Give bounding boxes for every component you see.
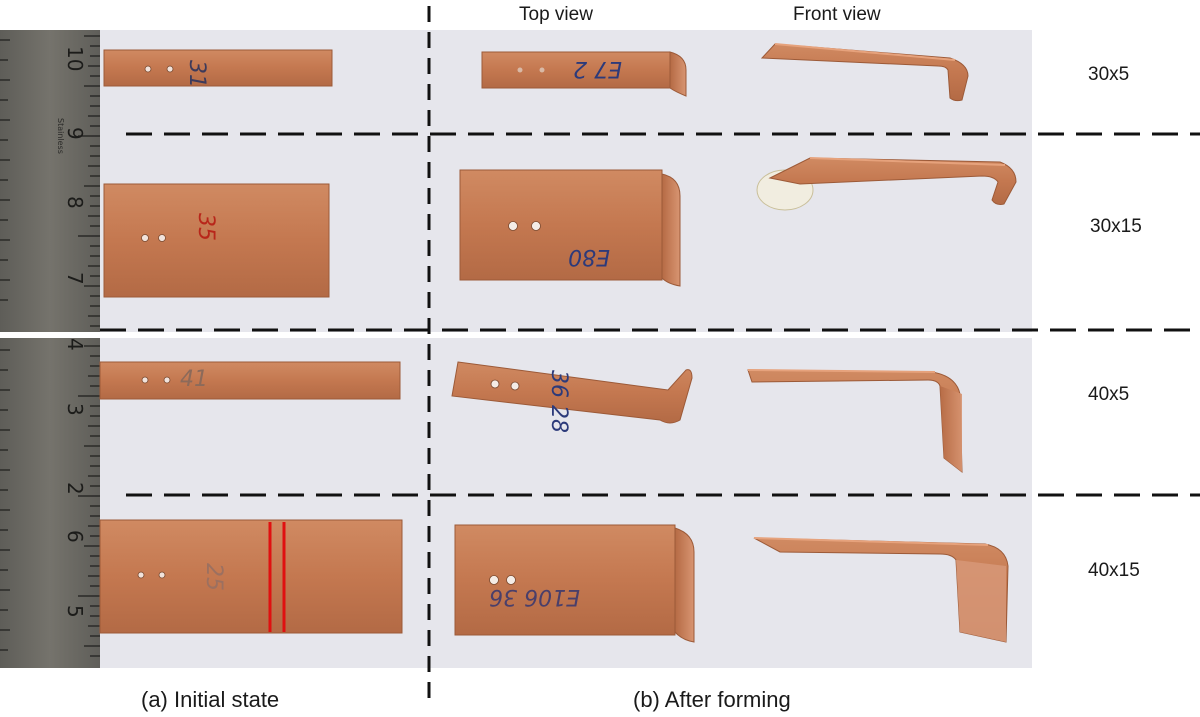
strip-formed-top-40x15: E106 36 [454, 524, 695, 643]
ruler-top: 10 9 8 7 Stainless [0, 30, 100, 332]
row-label-40x5: 40x5 [1088, 384, 1130, 405]
ruler-brand: Stainless [56, 118, 65, 154]
ruler-number: 2 [63, 482, 87, 495]
caption-after-forming: (b) After forming [633, 687, 791, 712]
ruler-number: 9 [63, 127, 87, 140]
ruler-bottom: 4 3 2 6 5 [0, 338, 100, 668]
strip-formed-top-40x5: 36 28 [451, 361, 693, 433]
ruler-number: 5 [63, 605, 87, 618]
top-view-header: Top view [519, 4, 593, 25]
row-label-30x15: 30x15 [1090, 216, 1142, 237]
strip-marking: 31 [184, 60, 209, 88]
strip-initial-30x5: 31 [103, 49, 333, 88]
row-label-40x15: 40x15 [1088, 560, 1140, 581]
ruler-number: 8 [63, 196, 87, 209]
strip-formed-top-30x15: E80 [459, 169, 681, 287]
strip-initial-40x5: 41 [99, 361, 401, 400]
strip-formed-top-30x5: E7 2 [481, 51, 687, 97]
caption-initial-state: (a) Initial state [141, 687, 280, 712]
strip-marking: 35 [193, 213, 218, 241]
strip-marking: E80 [568, 244, 610, 269]
strip-marking: E106 36 [489, 584, 580, 609]
strip-formed-front-30x5 [760, 43, 969, 102]
ruler-number: 10 [63, 46, 87, 71]
strip-formed-front-30x15 [756, 157, 1017, 211]
strip-initial-30x15: 35 [103, 183, 330, 298]
front-view-header: Front view [793, 4, 881, 25]
ruler-number: 4 [63, 338, 87, 351]
strip-marking: 41 [180, 367, 208, 392]
strip-marking: 25 [201, 563, 226, 591]
strip-formed-front-40x5 [747, 369, 963, 474]
strip-marking: 36 28 [546, 370, 571, 433]
ruler-number: 6 [63, 530, 87, 543]
ruler-number: 7 [63, 272, 87, 285]
strip-marking: E7 2 [573, 56, 622, 81]
ruler-number: 3 [63, 403, 87, 416]
row-label-30x5: 30x5 [1088, 64, 1130, 85]
strip-initial-40x15: 25 [99, 519, 403, 634]
strip-formed-front-40x15 [753, 537, 1009, 643]
